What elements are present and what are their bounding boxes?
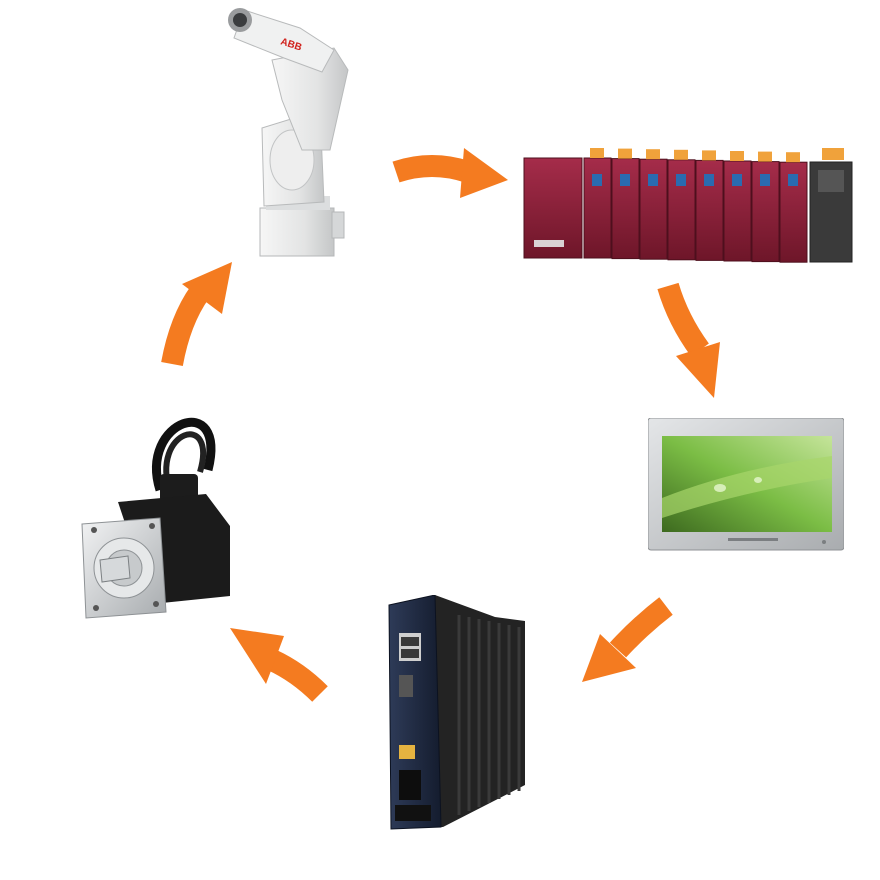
plc-status-led xyxy=(788,174,798,186)
plc-terminal-cap xyxy=(590,148,604,158)
arrow-drive-to-motor xyxy=(230,628,328,702)
plc-status-led xyxy=(620,174,630,186)
plc-status-led xyxy=(760,174,770,186)
plc-status-led xyxy=(732,174,742,186)
plc-terminal-cap xyxy=(674,149,688,160)
plc-status-led xyxy=(648,174,658,186)
touch-panel-icon xyxy=(648,418,844,552)
arrow-robot-to-plc xyxy=(392,148,508,198)
robot-arm-icon: ABB xyxy=(222,0,352,265)
arrow-motor-to-robot xyxy=(161,262,232,367)
servo-drive-icon xyxy=(385,595,530,835)
plc-terminal-cap xyxy=(758,151,772,162)
arrow-plc-to-hmi xyxy=(657,282,720,398)
plc-terminal-cap xyxy=(786,152,800,163)
plc-terminal-cap xyxy=(618,148,632,159)
servo-motor-icon xyxy=(78,400,238,622)
plc-terminal-cap xyxy=(730,151,744,161)
plc-terminal-cap xyxy=(702,150,716,161)
plc-terminal-cap xyxy=(646,149,660,160)
arrow-hmi-to-drive xyxy=(582,597,673,682)
plc-status-led xyxy=(676,174,686,186)
plc-status-led xyxy=(592,174,602,186)
plc-status-led xyxy=(704,174,714,186)
plc-rack-icon xyxy=(512,140,860,270)
